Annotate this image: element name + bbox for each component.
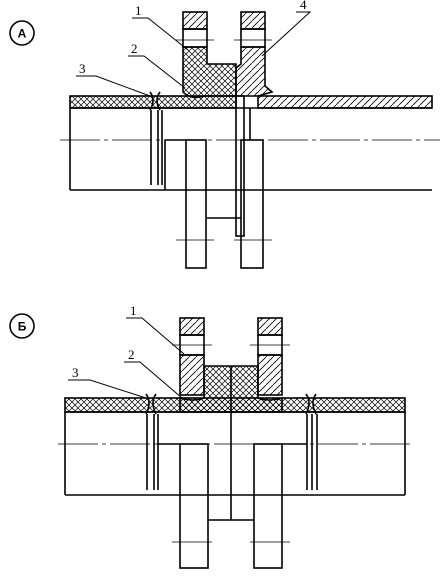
figure-b: Б xyxy=(9,313,406,569)
figure-b-tag-circle xyxy=(9,313,35,339)
flange-a-left-bolt-hole xyxy=(182,28,208,48)
label-a-4: 4 xyxy=(300,0,307,12)
leader-a-4 xyxy=(261,11,312,57)
flange-a-right-upper-ear xyxy=(240,11,266,30)
pipe-a-right-wall xyxy=(257,95,433,109)
flange-b-right-lower xyxy=(253,443,283,569)
flange-a-left-upper-ear xyxy=(182,11,208,30)
leader-a-1 xyxy=(132,17,189,51)
label-a-1: 1 xyxy=(135,3,142,18)
leader-a-3 xyxy=(76,75,151,97)
figure-b-tag: Б xyxy=(18,320,27,334)
flange-b-left-hub-steel xyxy=(179,354,205,396)
label-a-3: 3 xyxy=(79,61,86,76)
flange-a-left-hub xyxy=(182,46,237,99)
figure-a-axis-lines xyxy=(60,39,440,241)
figure-a: А xyxy=(9,11,433,269)
leader-b-2 xyxy=(124,361,183,399)
lining-weld-bead-b-right xyxy=(305,393,317,415)
leader-b-1 xyxy=(126,317,185,355)
figure-a-tag: А xyxy=(18,27,27,41)
label-b-2: 2 xyxy=(128,347,135,362)
flange-a-left-lower xyxy=(185,139,207,269)
flange-a-right-hub xyxy=(235,46,274,97)
flange-b-right-upper-ear xyxy=(257,317,283,336)
flange-b-left-lower xyxy=(179,443,209,569)
flange-b-left-upper-ear xyxy=(179,317,205,336)
label-b-1: 1 xyxy=(130,303,137,318)
figure-b-leaders xyxy=(68,317,185,399)
leader-b-3 xyxy=(68,379,147,399)
flange-a-right-bolt-hole xyxy=(240,28,266,48)
figure-a-tag-circle xyxy=(9,20,35,46)
label-b-3: 3 xyxy=(72,365,79,380)
lining-weld-bead-b-left xyxy=(145,393,157,415)
label-a-2: 2 xyxy=(131,41,138,56)
figure-b-axis-lines xyxy=(58,344,412,543)
leader-a-2 xyxy=(128,55,186,89)
center-gasket-a xyxy=(235,95,245,237)
lining-weld-bead-a xyxy=(149,91,161,111)
figure-a-leaders xyxy=(76,11,312,97)
flange-b-right-hub-steel xyxy=(257,354,283,396)
